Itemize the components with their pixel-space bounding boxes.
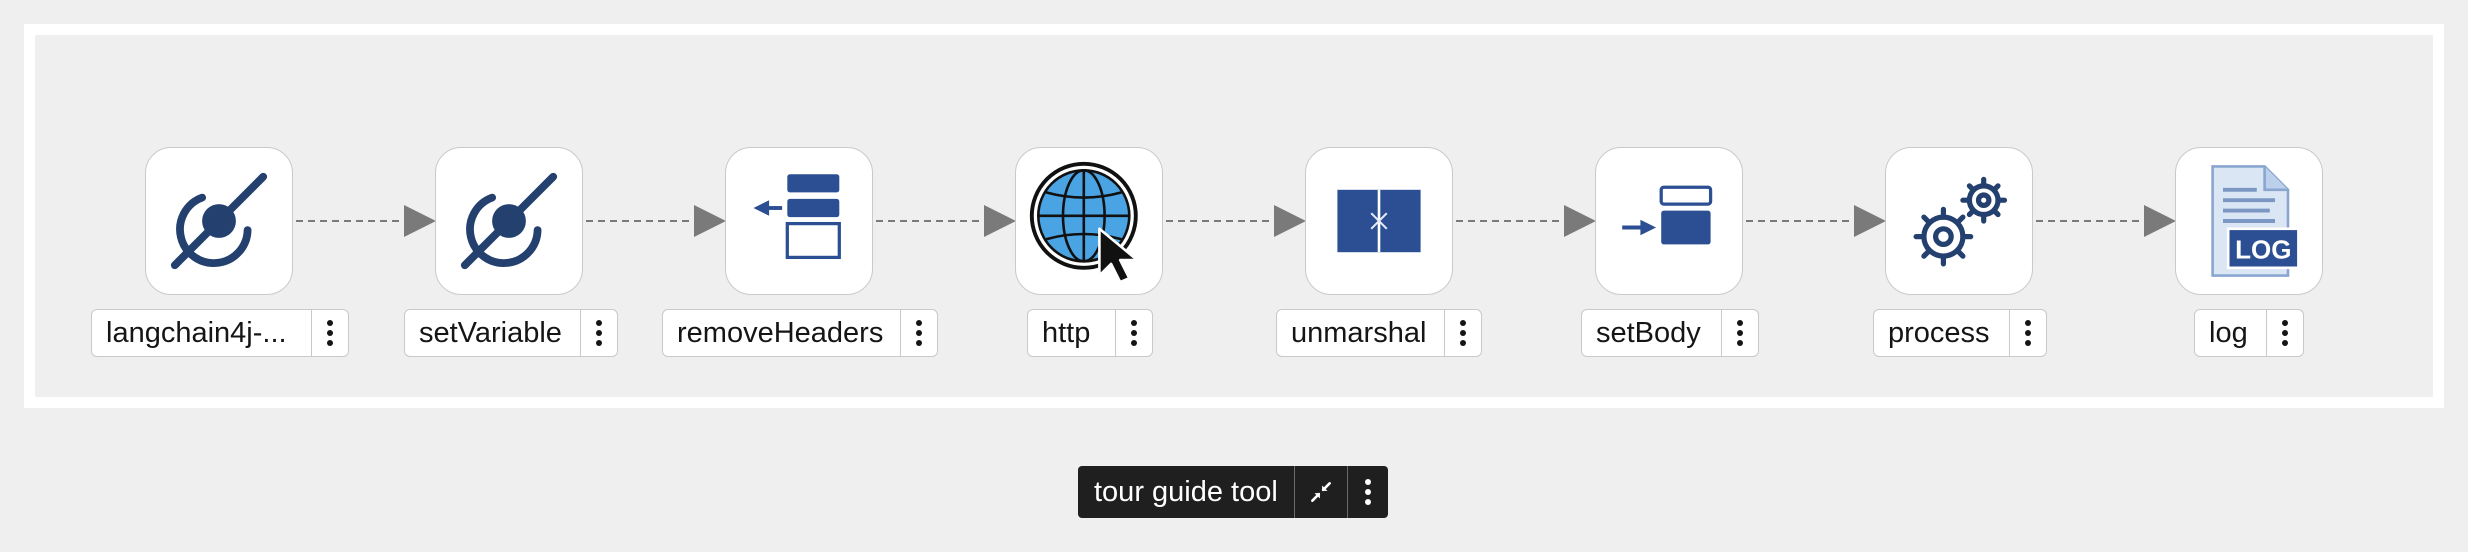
node-menu-button[interactable] [2009,310,2046,356]
log-icon: LOG [2211,165,2300,277]
svg-text:LOG: LOG [2235,235,2291,265]
node-setvariable[interactable] [435,147,583,295]
node-setbody[interactable] [1595,147,1743,295]
kebab-menu-icon [327,320,333,346]
node-label-log[interactable]: log [2194,309,2304,357]
collapse-button[interactable] [1293,466,1347,518]
node-menu-button[interactable] [580,310,617,356]
kebab-menu-icon [596,320,602,346]
node-label-text: langchain4j-... [106,316,287,349]
tour-menu-button[interactable] [1346,466,1388,518]
collapse-arrows-icon [1310,482,1331,502]
node-label-text: process [1888,316,1990,349]
tour-guide-toolbar: tour guide tool [1078,466,1388,518]
gears-icon [1913,176,2008,267]
kebab-menu-icon [2282,320,2288,346]
node-label-text: setVariable [419,316,562,349]
node-label-process[interactable]: process [1873,309,2047,357]
node-process[interactable] [1885,147,2033,295]
node-label-http[interactable]: http [1027,309,1153,357]
node-menu-button[interactable] [2266,310,2303,356]
node-langchain4j[interactable] [145,147,293,295]
set-body-icon [1622,185,1713,245]
langchain-icon [170,172,268,270]
node-label-text: http [1042,316,1091,349]
kebab-menu-icon [1737,320,1743,346]
node-label-unmarshal[interactable]: unmarshal [1276,309,1482,357]
node-label-text: unmarshal [1291,316,1427,349]
node-menu-button[interactable] [1444,310,1481,356]
node-menu-button[interactable] [311,310,348,356]
node-label-text: removeHeaders [677,316,884,349]
node-label-langchain4j[interactable]: langchain4j-... [91,309,349,357]
node-menu-button[interactable] [900,310,937,356]
node-menu-button[interactable] [1721,310,1758,356]
kebab-menu-icon [916,320,922,346]
http-globe-icon [1029,161,1139,284]
node-menu-button[interactable] [1115,310,1152,356]
kebab-menu-icon [1131,320,1137,346]
node-label-text: setBody [1596,316,1701,349]
kebab-menu-icon [1364,479,1371,505]
kebab-menu-icon [1460,320,1466,346]
node-http[interactable] [1015,147,1163,295]
variable-icon [460,172,558,270]
node-label-setbody[interactable]: setBody [1581,309,1759,357]
route-canvas [24,24,2444,408]
node-label-setvariable[interactable]: setVariable [404,309,618,357]
kebab-menu-icon [2025,320,2031,346]
node-unmarshal[interactable] [1305,147,1453,295]
node-removeheaders[interactable] [725,147,873,295]
remove-headers-icon [753,174,841,260]
node-label-removeheaders[interactable]: removeHeaders [662,309,938,357]
tour-guide-title[interactable]: tour guide tool [1094,475,1278,508]
node-log[interactable]: LOG [2175,147,2323,295]
unmarshal-icon [1337,189,1421,253]
node-label-text: log [2209,316,2248,349]
